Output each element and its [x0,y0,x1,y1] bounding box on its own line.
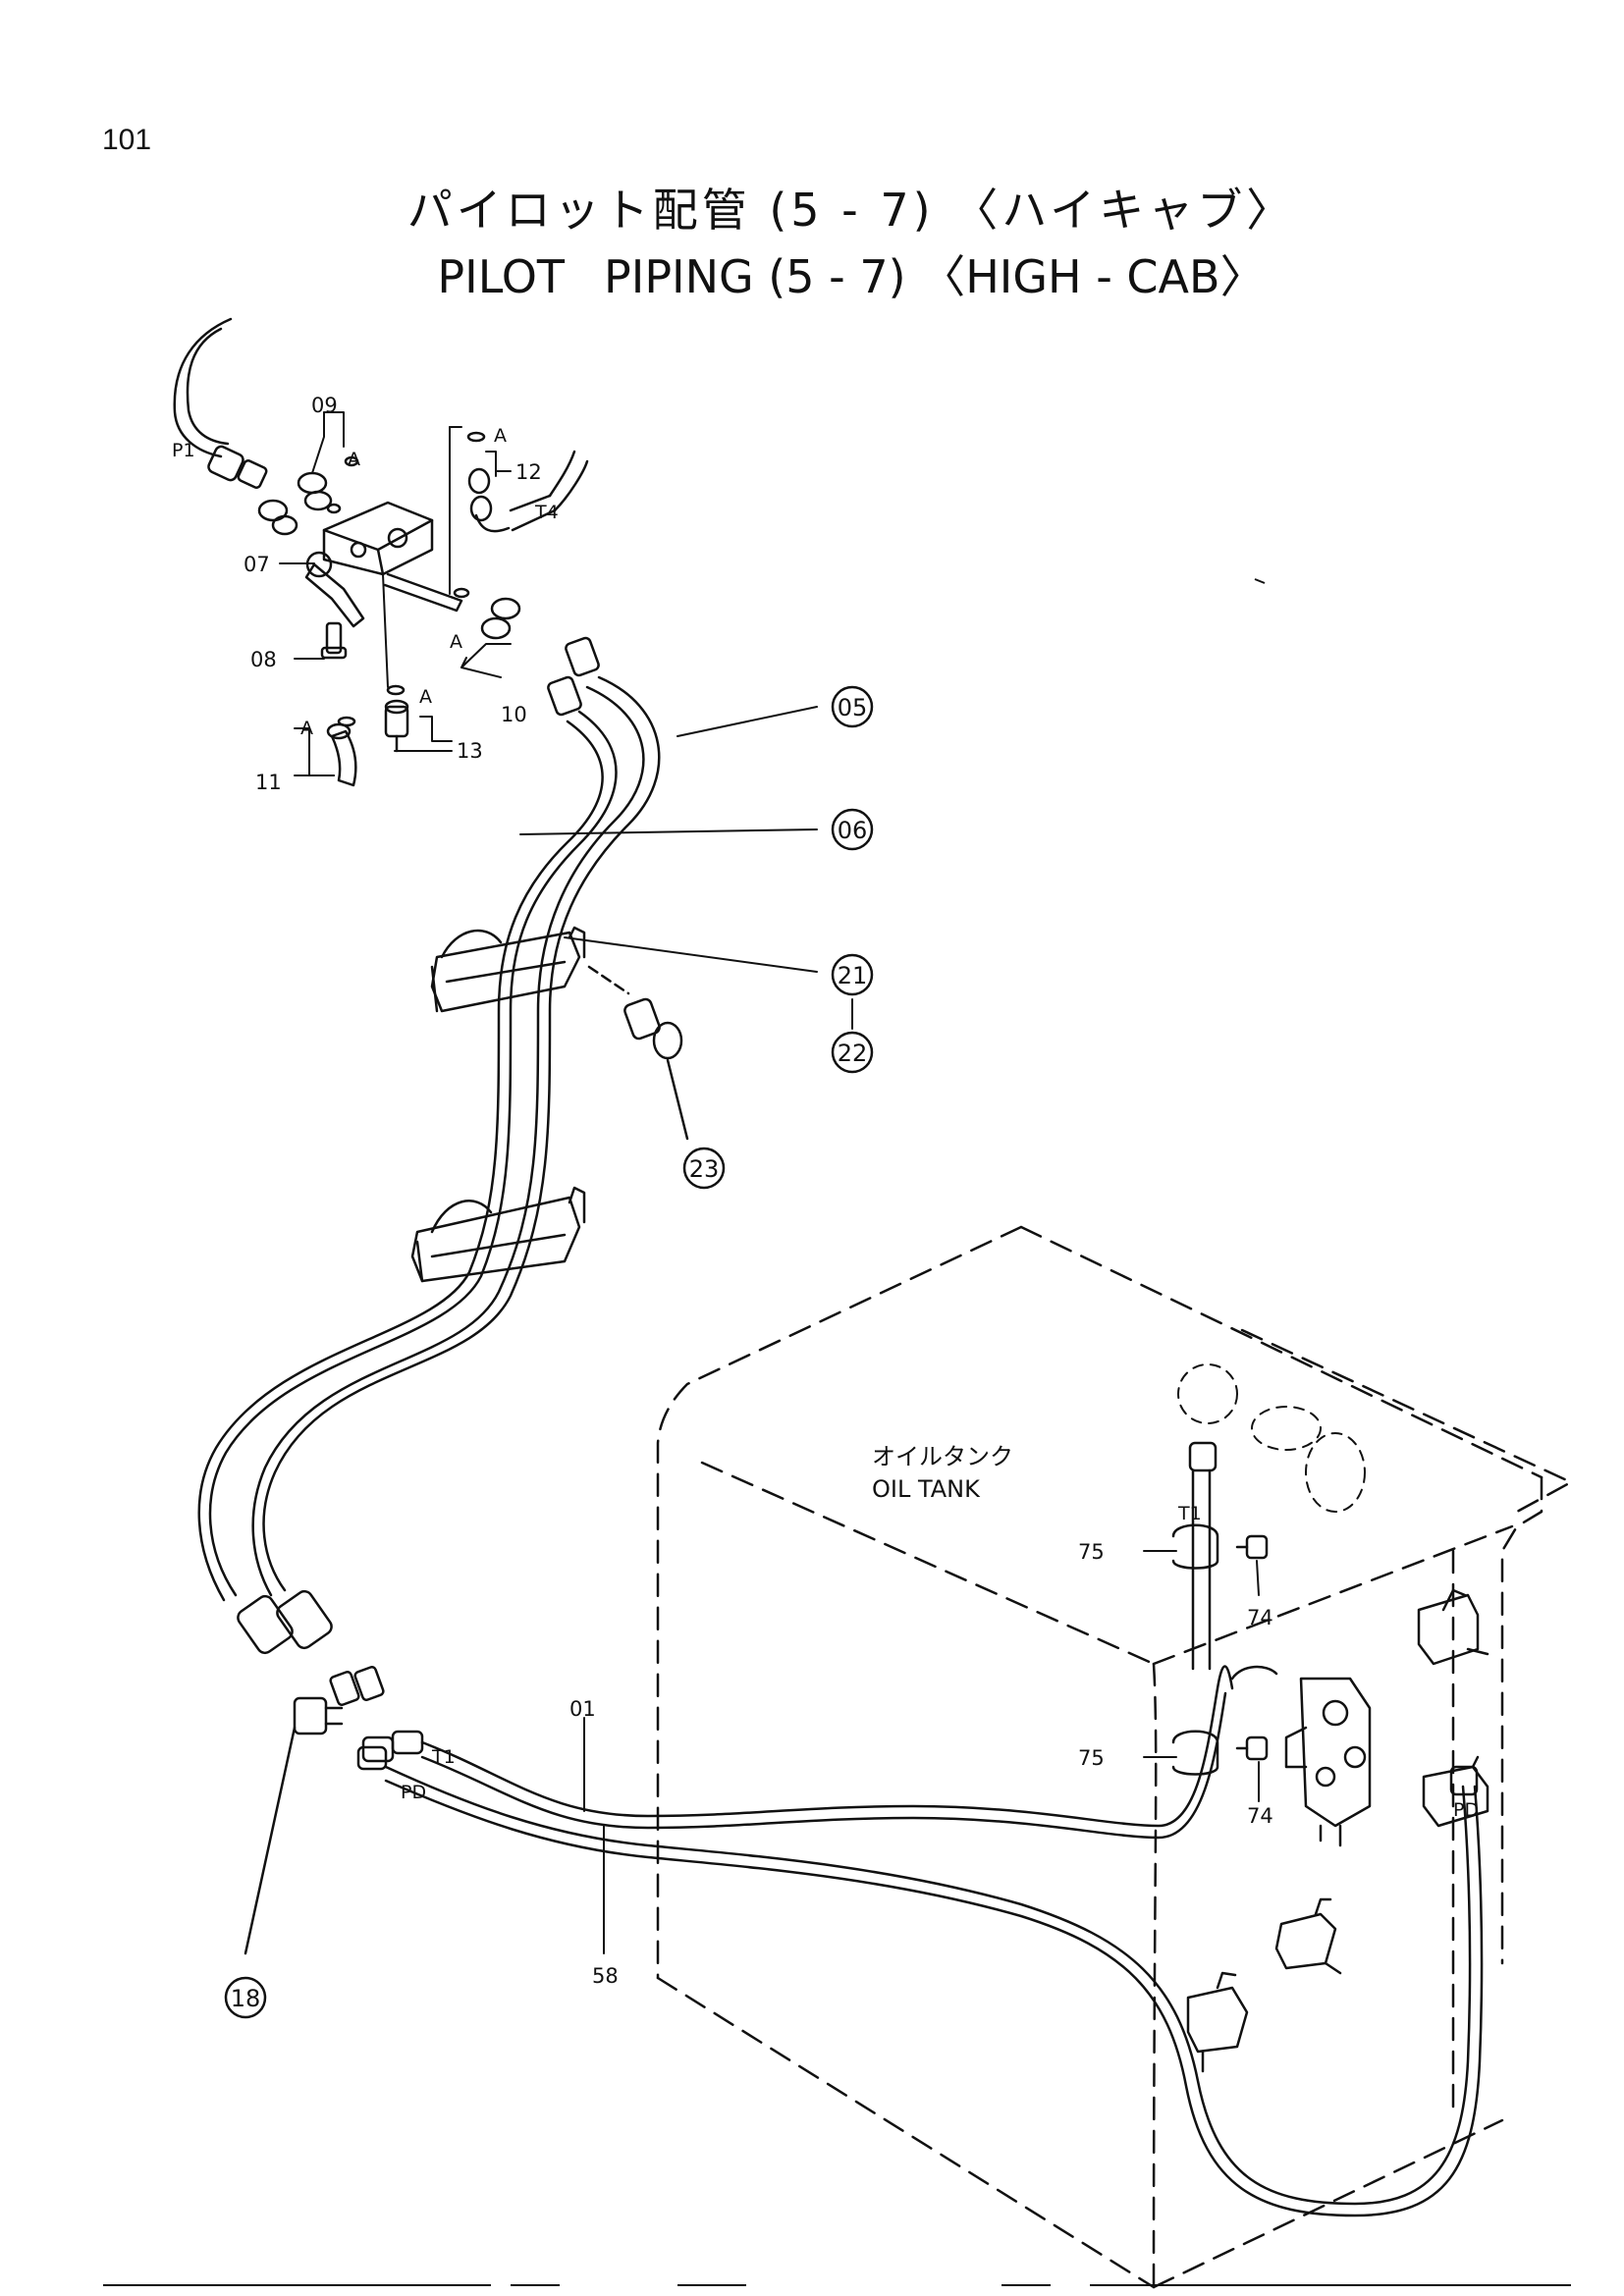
diagram-labels: 05 06 21 22 23 18 09 07 08 10 11 12 13 0… [172,394,1479,2012]
port-label-t4: T4 [534,502,559,523]
tank-small-clamp [1230,1665,1278,1681]
return-pipe-01 [361,1665,1234,1840]
part-01: 01 [569,1697,596,1721]
callout-23: 23 [689,1155,720,1183]
part-09: 09 [311,394,338,417]
part-74-upper: 74 [1247,1606,1273,1629]
port-label-t1-upper: T1 [1177,1503,1202,1524]
title-japanese: パイロット配管 (5 - 7) 〈ハイキャブ〉 [406,184,1296,237]
callout-18-circle [224,1976,267,2019]
part-08: 08 [250,648,277,671]
port-label-a5: A [300,718,313,739]
port-label-a2: A [494,425,507,447]
t1-vertical-pipe [1171,1441,1269,1776]
tank-valve-block [1284,1677,1372,1847]
port-label-pd-right: PD [1453,1799,1479,1821]
fittings-18 [244,1666,385,1955]
title-english-part-2: PIPING (5 - 7) 〈HIGH - CAB〉 [604,250,1266,303]
callout-18: 18 [231,1985,261,2012]
oil-tank-label-en: OIL TANK [872,1475,981,1503]
tank-fitting-middle [1274,1897,1342,1975]
return-pipe-58 [356,1745,1484,2217]
callout-22: 22 [838,1040,868,1067]
hoses-05-06 [197,636,661,1655]
part-11: 11 [255,771,282,794]
callout-22-circle [831,1031,874,1074]
tank-fitting-lower [1186,1971,1249,2073]
part-12: 12 [515,460,542,484]
title-english: PILOT PIPING (5 - 7) 〈HIGH - CAB〉 [0,241,1624,306]
callout-05: 05 [838,694,868,721]
upper-leader-lines [279,411,512,776]
clamp-bolt-23 [587,965,689,1141]
callout-23-circle [682,1147,726,1190]
port-label-a3: A [450,631,462,653]
port-label-a4: A [419,686,432,708]
title-english-part-1: PILOT [437,250,566,303]
part-13: 13 [457,739,483,763]
stray-mark [1254,578,1266,584]
part-75-upper: 75 [1078,1540,1105,1564]
page-number: 101 [102,124,152,156]
oil-tank-label-jp: オイルタンク [872,1443,1013,1470]
callout-circles [224,685,874,2019]
callout-leaders [519,706,1260,1954]
part-10: 10 [501,703,527,726]
hose-clamp-lower [410,1186,586,1283]
port-label-a1: A [348,449,360,470]
part-74-lower: 74 [1247,1804,1273,1828]
p1-inlet-hose [173,317,233,458]
oil-tank-outline [656,1225,1573,2289]
hose-clamp-upper [430,926,586,1013]
callout-21-circle [831,953,874,996]
callout-21: 21 [838,962,868,989]
callout-06-circle [831,808,874,851]
pilot-valve-assembly [207,431,589,787]
part-07: 07 [244,553,270,576]
callout-05-circle [831,685,874,728]
port-label-pd-left: PD [401,1782,426,1803]
tank-dashed-caps [1177,1363,1366,1513]
part-75-lower: 75 [1078,1746,1105,1770]
tank-solenoid [1422,1755,1489,1828]
callout-06: 06 [838,817,868,844]
port-label-p1: P1 [172,440,195,461]
tank-bracket-right [1417,1588,1489,1666]
port-label-t1-lower: T1 [431,1746,456,1768]
part-58: 58 [592,1964,619,1988]
